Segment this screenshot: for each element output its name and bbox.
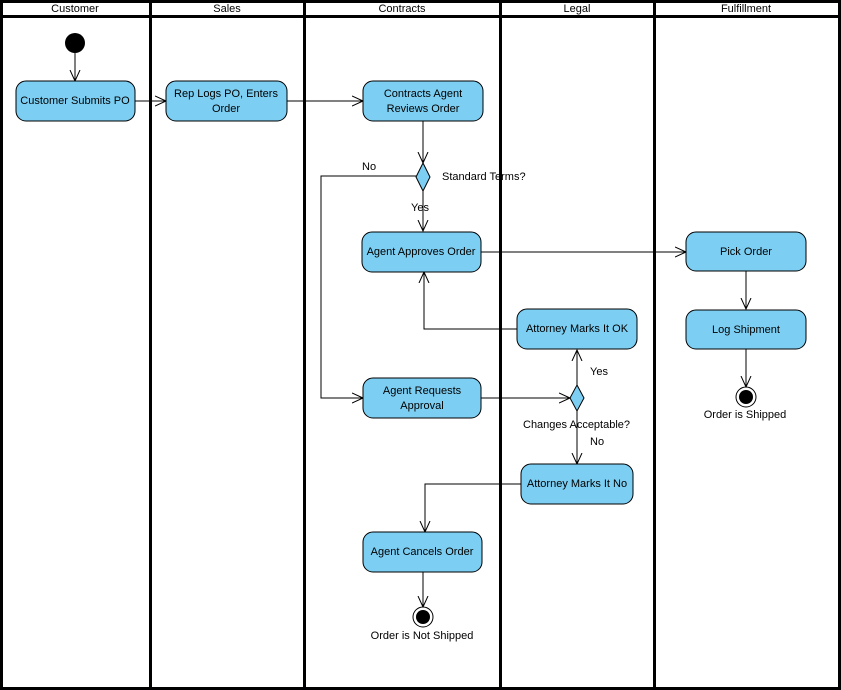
svg-text:Agent Cancels Order: Agent Cancels Order xyxy=(371,546,474,558)
action-attorney-marks-no[interactable]: Attorney Marks It No xyxy=(520,463,634,505)
final-label-not-shipped: Order is Not Shipped xyxy=(371,630,474,642)
decision-label-changes-acceptable: Changes Acceptable? xyxy=(523,419,630,431)
lane-title-sales: Sales xyxy=(213,3,241,15)
decision-standard-terms[interactable] xyxy=(415,161,431,193)
svg-text:Log Shipment: Log Shipment xyxy=(712,324,780,336)
action-contracts-agent-reviews[interactable]: Contracts Agent Reviews Order xyxy=(362,80,484,122)
svg-text:Contracts Agent: Contracts Agent xyxy=(384,88,462,100)
action-log-shipment[interactable]: Log Shipment xyxy=(685,309,807,350)
svg-text:Attorney Marks It OK: Attorney Marks It OK xyxy=(526,323,629,335)
final-label-shipped: Order is Shipped xyxy=(704,409,787,421)
final-node-not-shipped xyxy=(412,606,434,628)
svg-text:Attorney Marks It No: Attorney Marks It No xyxy=(527,478,627,490)
svg-text:Rep Logs PO, Enters: Rep Logs PO, Enters xyxy=(174,88,278,100)
decision-changes-acceptable[interactable] xyxy=(569,383,585,413)
final-node-shipped xyxy=(735,386,757,408)
initial-node xyxy=(65,33,85,53)
action-pick-order[interactable]: Pick Order xyxy=(685,231,807,272)
guard-yes-changes: Yes xyxy=(590,366,608,378)
svg-text:Order: Order xyxy=(212,103,240,115)
flow-ok-to-approve xyxy=(424,272,517,330)
lane-title-fulfillment: Fulfillment xyxy=(721,3,771,15)
guard-no-standard: No xyxy=(362,161,376,173)
guard-yes-standard: Yes xyxy=(411,202,429,214)
action-agent-approves-order[interactable]: Agent Approves Order xyxy=(361,231,482,273)
svg-text:Agent Requests: Agent Requests xyxy=(383,385,462,397)
lane-title-legal: Legal xyxy=(564,3,591,15)
action-customer-submits-po[interactable]: Customer Submits PO xyxy=(15,80,136,122)
guard-no-changes: No xyxy=(590,436,604,448)
lane-title-customer: Customer xyxy=(51,3,99,15)
svg-text:Reviews Order: Reviews Order xyxy=(387,103,460,115)
flow-decision-no xyxy=(320,175,416,398)
svg-text:Pick Order: Pick Order xyxy=(720,246,772,258)
decision-label-standard-terms: Standard Terms? xyxy=(442,171,526,183)
svg-text:Approval: Approval xyxy=(400,400,443,412)
svg-text:Agent Approves Order: Agent Approves Order xyxy=(367,246,476,258)
lane-title-contracts: Contracts xyxy=(378,3,426,15)
action-agent-cancels-order[interactable]: Agent Cancels Order xyxy=(362,531,483,573)
control-flows xyxy=(75,53,746,607)
action-attorney-marks-ok[interactable]: Attorney Marks It OK xyxy=(516,308,638,350)
svg-text:Customer Submits PO: Customer Submits PO xyxy=(20,95,130,107)
flow-no-to-cancel xyxy=(425,483,521,532)
action-agent-requests-approval[interactable]: Agent Requests Approval xyxy=(362,377,482,419)
action-rep-logs-po[interactable]: Rep Logs PO, Enters Order xyxy=(165,80,288,122)
